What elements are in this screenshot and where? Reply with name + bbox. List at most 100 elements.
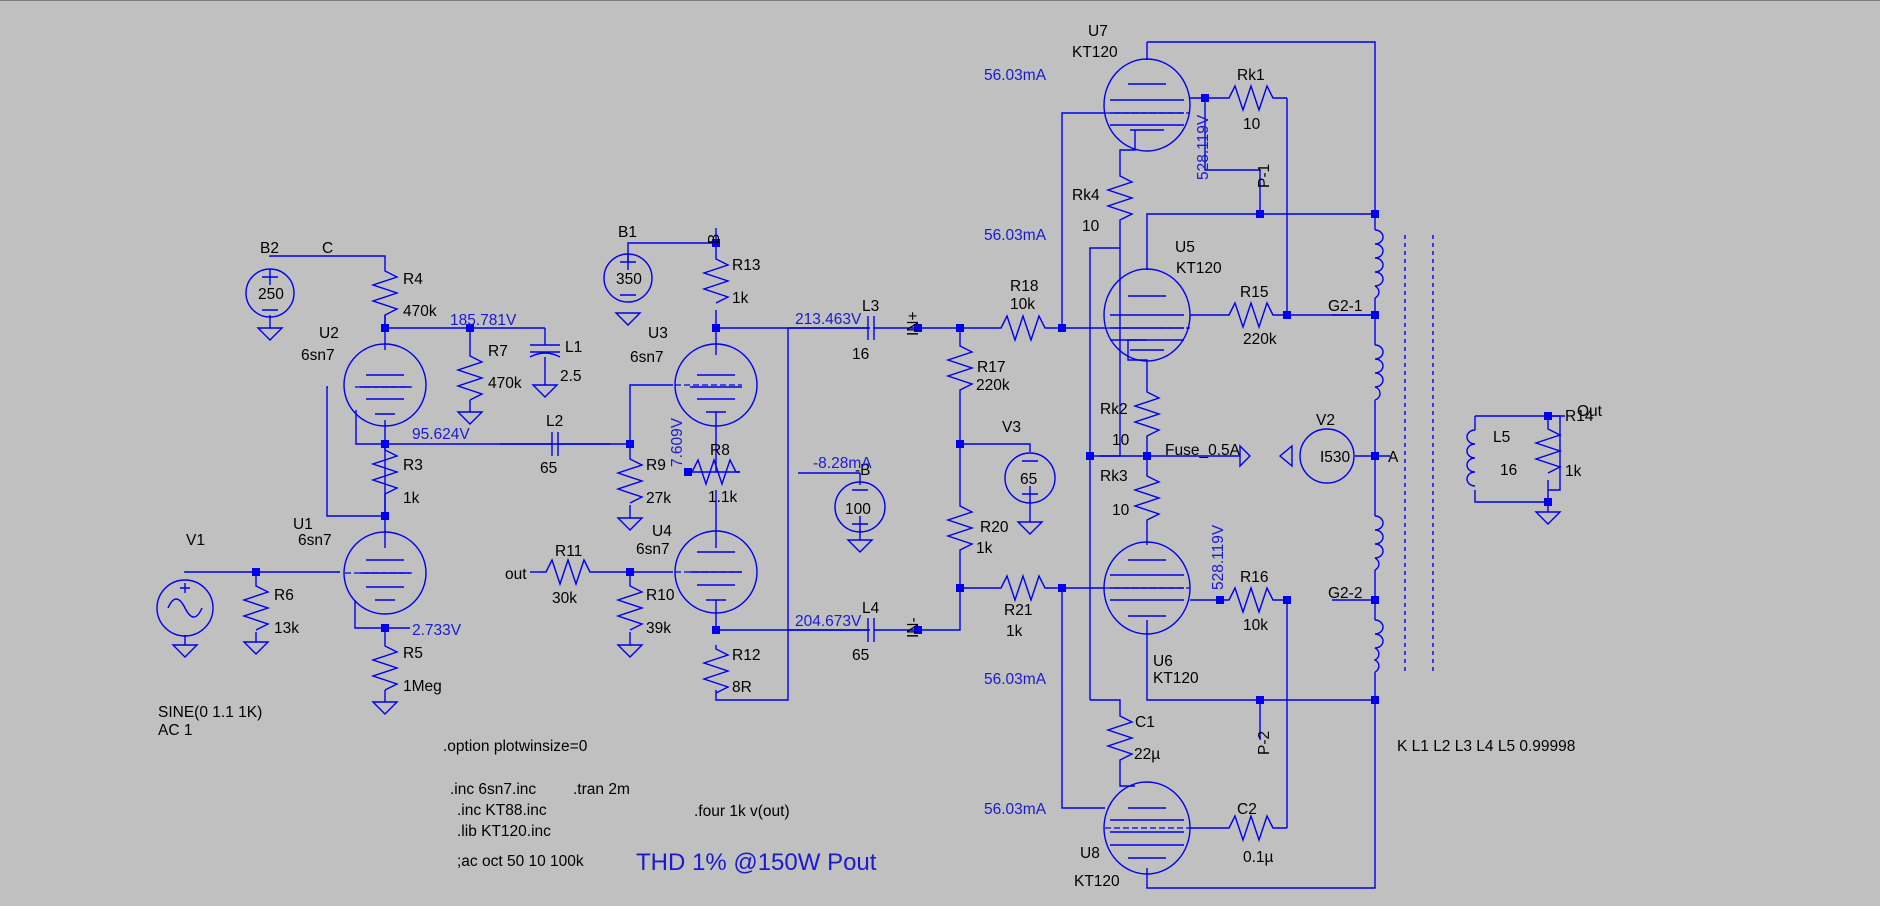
result-text: THD 1% @150W Pout: [636, 849, 877, 876]
directive-lib-kt120: .lib KT120.inc: [457, 823, 551, 840]
value-R7: 27k: [646, 490, 671, 507]
resistor-Rk1: [1132, 386, 1162, 450]
label-U6: U6: [1153, 653, 1173, 670]
resistor-R6-left: [688, 457, 740, 487]
label-R21: C2: [1237, 801, 1257, 818]
resistor-R17: [945, 500, 975, 566]
label-R15: R17: [977, 359, 1005, 376]
label-U1: U1: [293, 516, 313, 533]
label-Rk1: Rk2: [1100, 401, 1128, 418]
inductor-L2: [1374, 229, 1384, 299]
value-Rk2: 10: [1112, 502, 1130, 519]
label-L1: L5: [1493, 429, 1510, 446]
value-negB: 100: [845, 501, 871, 518]
resistor-R20: [1225, 83, 1287, 113]
current-source-V2: [1299, 428, 1355, 484]
directive-option: .option plotwinsize=0: [443, 738, 588, 755]
annotation-voltage-U3-plate: 213.463V: [795, 311, 862, 328]
value-R13: 220k: [1243, 331, 1277, 348]
grounds: [172, 312, 1561, 715]
label-net-P-2: P-2: [1256, 731, 1273, 755]
value-C1: 2.5: [560, 368, 582, 385]
label-R4: R6: [274, 587, 294, 604]
resistor-R9: [540, 557, 600, 587]
annotation-current-U8: 56.03mA: [984, 801, 1047, 818]
value-U8: KT120: [1074, 873, 1120, 890]
value-R17: 1k: [976, 540, 993, 557]
wires: [184, 41, 1565, 889]
value-U4: 6sn7: [636, 541, 670, 558]
value-U1: 6sn7: [298, 532, 332, 549]
annotation-current-U7: 56.03mA: [984, 67, 1047, 84]
annotation-voltage-G2-upper: 528.119V: [1195, 114, 1212, 180]
value-R12: 1k: [1565, 463, 1582, 480]
tube-U1: [343, 531, 427, 615]
value-L1: 16: [1500, 462, 1517, 479]
inductor-L5: [1374, 515, 1384, 571]
component-labels: B2 C 250 R4 470k U2 6sn7 R7 470k L1 2.5 …: [158, 23, 1603, 890]
value-R5: 470k: [488, 375, 522, 392]
resistor-R21: [1225, 813, 1287, 843]
label-net-G2-1: G2-1: [1328, 298, 1362, 315]
resistor-R13: [1225, 300, 1287, 330]
label-fuse: Fuse_0.5A: [1165, 442, 1241, 459]
resistor-R16: [995, 313, 1055, 343]
capacitor-C1: [530, 344, 560, 353]
label-net-B: B: [706, 234, 723, 244]
value-R2: 470k: [403, 303, 437, 320]
label-net-Out: Out: [1577, 403, 1603, 420]
label-C2: L2: [546, 413, 563, 430]
source-V3: [1004, 452, 1056, 504]
resistor-R3: [370, 640, 400, 691]
annotation-voltage-U4-plate: 204.673V: [795, 613, 862, 630]
value-R9: 30k: [552, 590, 577, 607]
label-R16: R18: [1010, 278, 1038, 295]
label-R20: Rk1: [1237, 67, 1265, 84]
label-net-IN-plus: IN+: [905, 311, 922, 336]
value-U6: KT120: [1153, 670, 1199, 687]
resistor-Rk2: [1132, 470, 1162, 532]
label-R7: R9: [646, 457, 666, 474]
value-U2: 6sn7: [301, 347, 335, 364]
value-R10: 8R: [732, 679, 752, 696]
tubes: [343, 58, 1191, 875]
label-R17: R20: [980, 519, 1009, 536]
value-R20: 10: [1243, 116, 1261, 133]
label-C4: L4: [862, 600, 880, 617]
resistor-Rk3: [1105, 170, 1135, 238]
resistor-R2: [370, 265, 400, 328]
label-R3: R5: [403, 645, 423, 662]
value-R4: 13k: [274, 620, 299, 637]
label-C1: L1: [565, 339, 582, 356]
resistor-R14: [1225, 585, 1287, 615]
label-R10: R12: [732, 647, 760, 664]
value-R18: 1k: [1006, 623, 1023, 640]
label-V2: V2: [1316, 412, 1335, 429]
label-net-C: C: [322, 240, 333, 257]
operating-point-annotations: 185.781V 95.624V 2.733V 7.609V -8.28mA 2…: [412, 67, 1227, 818]
value-R11: 1k: [732, 290, 749, 307]
label-R11: R13: [732, 257, 760, 274]
value-V2: I530: [1320, 449, 1351, 466]
value-R1: 1k: [403, 490, 420, 507]
resistor-R7: [615, 455, 645, 504]
junctions: [252, 94, 1552, 704]
annotation-current-R6: -8.28mA: [813, 455, 872, 472]
label-B1: B1: [618, 224, 637, 241]
label-net-A: A: [1388, 449, 1399, 466]
label-V3: V3: [1002, 419, 1021, 436]
resistors: [241, 83, 1563, 843]
label-R2: R4: [403, 271, 423, 288]
annotation-current-U5: 56.03mA: [984, 227, 1047, 244]
directive-ac: ;ac oct 50 10 100k: [457, 853, 584, 870]
label-V1: V1: [186, 532, 205, 549]
capacitor-C2: [500, 432, 610, 456]
sine-source-V1: [156, 579, 214, 637]
label-R18: R21: [1004, 602, 1032, 619]
value-R6: 1.1k: [708, 489, 738, 506]
label-U8: U8: [1080, 845, 1100, 862]
directive-coupling: K L1 L2 L3 L4 L5 0.99998: [1397, 738, 1575, 755]
resistor-R8: [615, 582, 645, 631]
label-B2: B2: [260, 240, 279, 257]
value-R15: 220k: [976, 377, 1010, 394]
